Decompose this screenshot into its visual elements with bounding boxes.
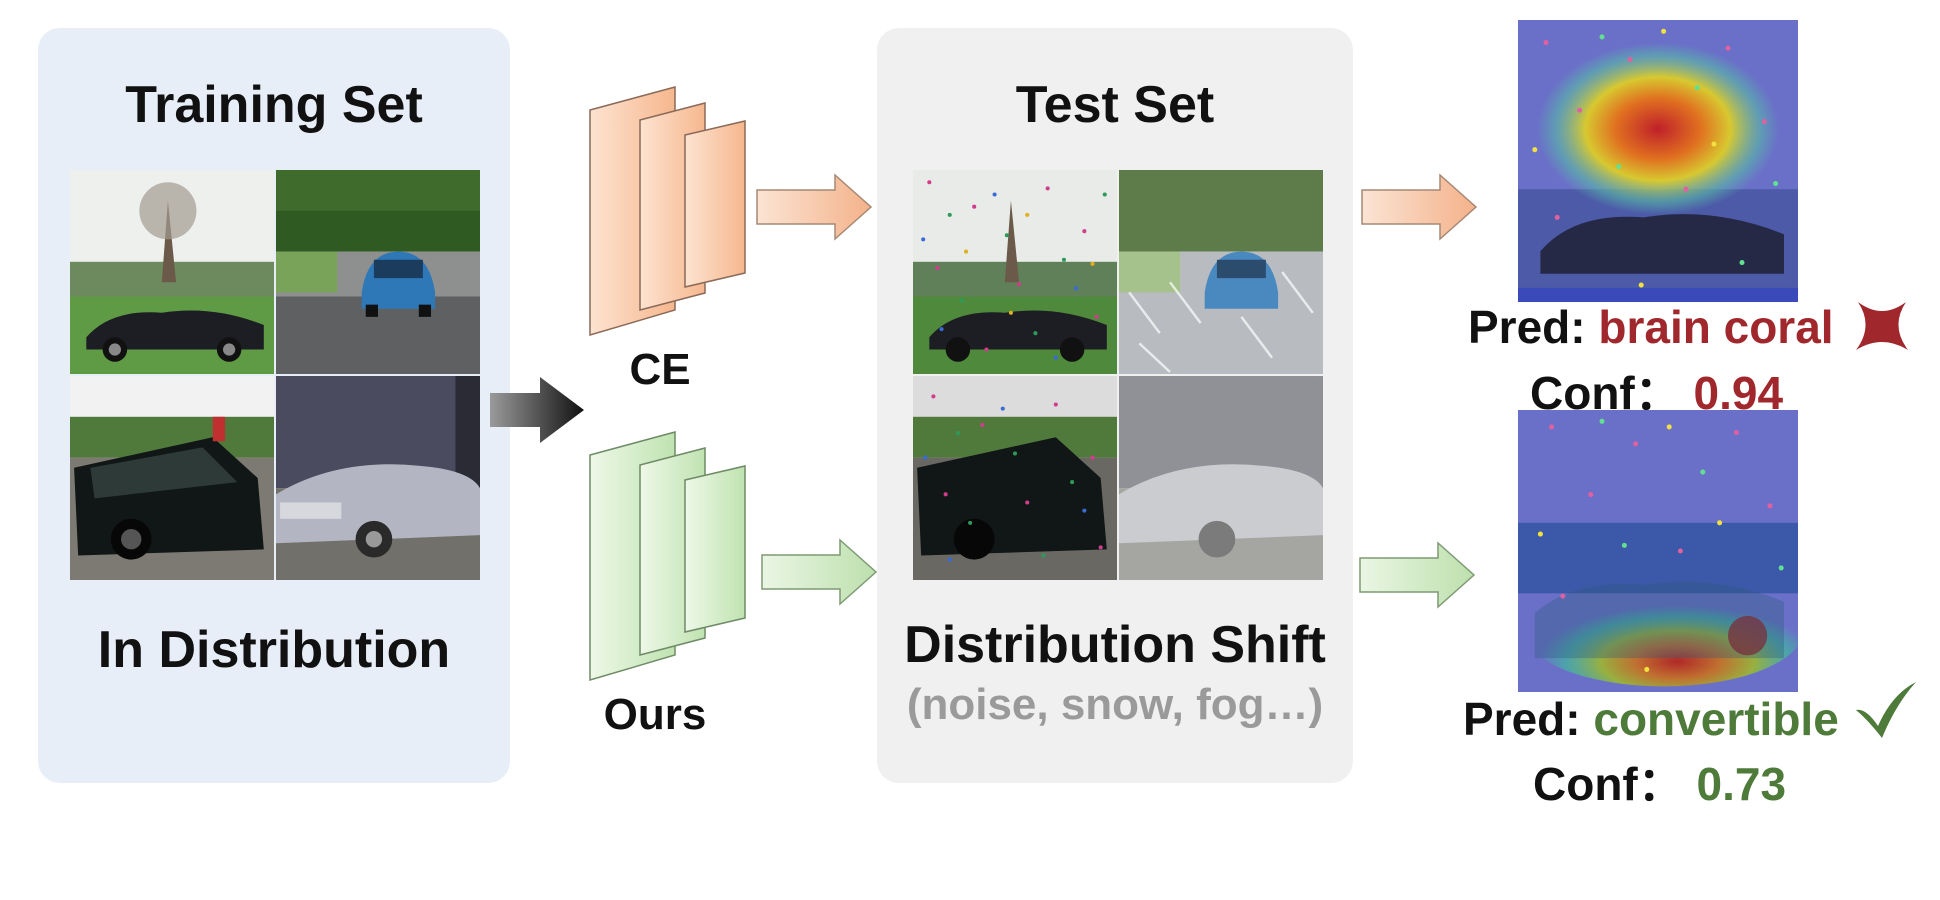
test-image-grid — [913, 170, 1323, 580]
ours-prediction: Pred: convertible — [1463, 692, 1839, 746]
ce-pred-value: brain coral — [1598, 301, 1834, 353]
test-image-foggy-silver-car — [1119, 376, 1323, 580]
ce-model-layers-icon — [589, 86, 746, 337]
ce-prediction: Pred: brain coral — [1468, 300, 1834, 354]
ours-conf-value: 0.73 — [1696, 758, 1787, 810]
ours-model-label: Ours — [603, 690, 707, 739]
ours-attention-heatmap — [1518, 410, 1798, 692]
ce-model-label: CE — [629, 345, 691, 394]
ours-to-test-arrow-icon — [761, 538, 878, 606]
test-image-noisy-convertible — [913, 170, 1117, 374]
training-image-grid — [70, 170, 480, 580]
ce-to-test-arrow-icon — [756, 173, 873, 241]
training-set-title: Training Set — [125, 76, 423, 134]
test-image-noisy-black-car — [913, 376, 1117, 580]
ours-to-result-arrow-icon — [1359, 541, 1476, 609]
train-image-black-car-hood-open — [70, 376, 274, 580]
ours-confidence: Conf： 0.73 — [1533, 748, 1786, 814]
ce-attention-heatmap — [1518, 20, 1798, 302]
distribution-shift-caption: Distribution Shift — [904, 616, 1326, 674]
distribution-shift-subcaption: (noise, snow, fog…) — [906, 680, 1324, 729]
test-set-title: Test Set — [1015, 76, 1215, 134]
check-icon — [1856, 682, 1916, 738]
train-image-blue-car-road — [276, 170, 480, 374]
arrow-to-models-icon — [490, 377, 584, 443]
in-distribution-caption: In Distribution — [97, 621, 451, 679]
ours-pred-label: Pred: — [1463, 693, 1581, 745]
ours-conf-label: Conf： — [1533, 758, 1684, 810]
ours-pred-value: convertible — [1593, 693, 1839, 745]
train-image-convertible-park — [70, 170, 274, 374]
ce-to-result-arrow-icon — [1361, 173, 1478, 241]
ce-pred-label: Pred: — [1468, 301, 1586, 353]
train-image-silver-car — [276, 376, 480, 580]
cross-icon — [1856, 302, 1908, 350]
ours-model-layers-icon — [589, 431, 746, 682]
test-image-snowy-blue-car — [1119, 170, 1323, 374]
